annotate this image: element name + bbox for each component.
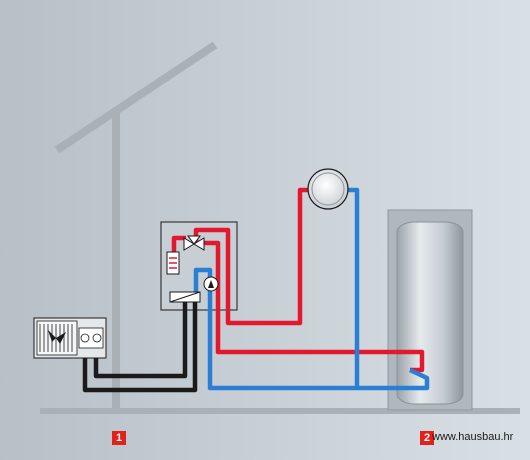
circulation-pump-icon	[203, 276, 219, 292]
watermark-text: www.hausbau.hr	[432, 431, 514, 443]
cold-return-pipes	[193, 187, 430, 391]
glycol-pipes	[82, 298, 198, 393]
heat-pump-outdoor-unit-icon	[33, 317, 107, 359]
hot-water-tank-icon	[387, 209, 473, 411]
house-outline	[54, 41, 218, 412]
roof-line	[54, 41, 218, 154]
three-way-valve-icon	[183, 235, 205, 251]
backup-heater-icon	[166, 251, 180, 275]
marker-1-badge: 1	[112, 431, 126, 445]
marker-2-badge: 2	[420, 431, 434, 445]
ground-line	[40, 408, 520, 414]
radiator-icon	[307, 168, 349, 210]
plate-heat-exchanger-icon	[169, 291, 201, 303]
